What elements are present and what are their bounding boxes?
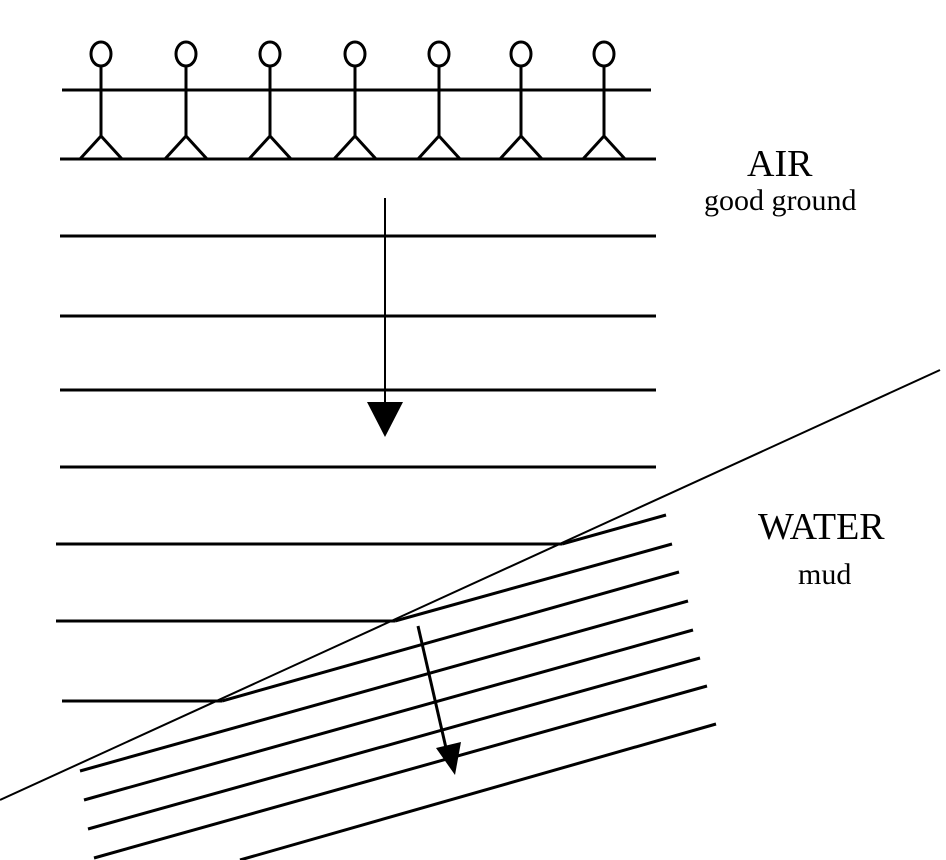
stick-figure-icon — [78, 40, 124, 161]
arrow-down-icon — [367, 198, 403, 437]
good-ground-label: good ground — [704, 184, 857, 217]
stick-figure-icon — [581, 40, 627, 161]
wavefront-line — [79, 599, 689, 773]
wavefront-line — [221, 570, 680, 703]
wavefront-line — [93, 684, 708, 860]
wavefront-lines-upper — [56, 234, 656, 703]
wavefront-line — [83, 628, 694, 802]
stick-figure-icon — [416, 40, 462, 161]
mud-label: mud — [798, 558, 852, 591]
wavefront-lines-lower — [79, 513, 717, 860]
stick-figure-icon — [332, 40, 378, 161]
stick-figure-icon — [498, 40, 544, 161]
wavefront-line — [87, 656, 701, 831]
boundary-line — [0, 369, 941, 801]
air-label: AIR — [747, 143, 813, 185]
wavefront-line — [394, 542, 673, 623]
stick-figure-icon — [247, 40, 293, 161]
wavefront-line — [561, 513, 667, 546]
wavefront-line — [239, 722, 717, 860]
refracted-arrow-icon — [416, 625, 461, 775]
stick-figure-icon — [163, 40, 209, 161]
water-label: WATER — [758, 506, 885, 548]
marchers — [78, 40, 627, 161]
marching-row-lines — [60, 88, 656, 161]
